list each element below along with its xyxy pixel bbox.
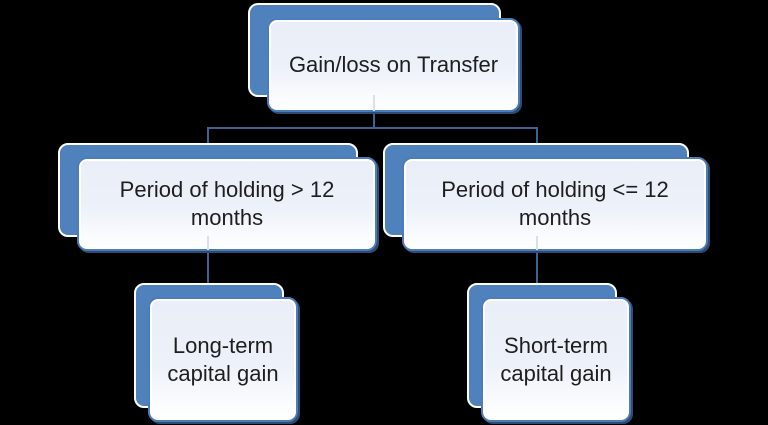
node-gain-loss: Gain/loss on Transfer xyxy=(267,18,520,112)
connector-ghost-left xyxy=(207,236,209,250)
node-long-term: Long-term capital gain xyxy=(148,297,298,422)
connector-left-leaf-drop xyxy=(207,250,209,284)
connector-ghost-root xyxy=(373,95,375,111)
connector-branch-horizontal xyxy=(207,127,538,129)
connector-ghost-right xyxy=(536,236,538,250)
node-holding-gt-12-label: Period of holding > 12 months xyxy=(119,177,335,230)
node-gain-loss-label: Gain/loss on Transfer xyxy=(288,52,499,77)
node-holding-lte-12-label: Period of holding <= 12 months xyxy=(441,177,669,230)
node-holding-lte-12: Period of holding <= 12 months xyxy=(402,157,708,251)
node-short-term: Short-term capital gain xyxy=(481,297,631,422)
node-short-term-label: Short-term capital gain xyxy=(500,332,612,386)
connector-right-branch-drop xyxy=(536,127,538,144)
node-long-term-label: Long-term capital gain xyxy=(167,332,279,386)
connector-left-branch-drop xyxy=(207,127,209,144)
connector-right-leaf-drop xyxy=(536,250,538,284)
node-holding-gt-12: Period of holding > 12 months xyxy=(77,157,377,251)
connector-root-stem xyxy=(373,104,375,129)
